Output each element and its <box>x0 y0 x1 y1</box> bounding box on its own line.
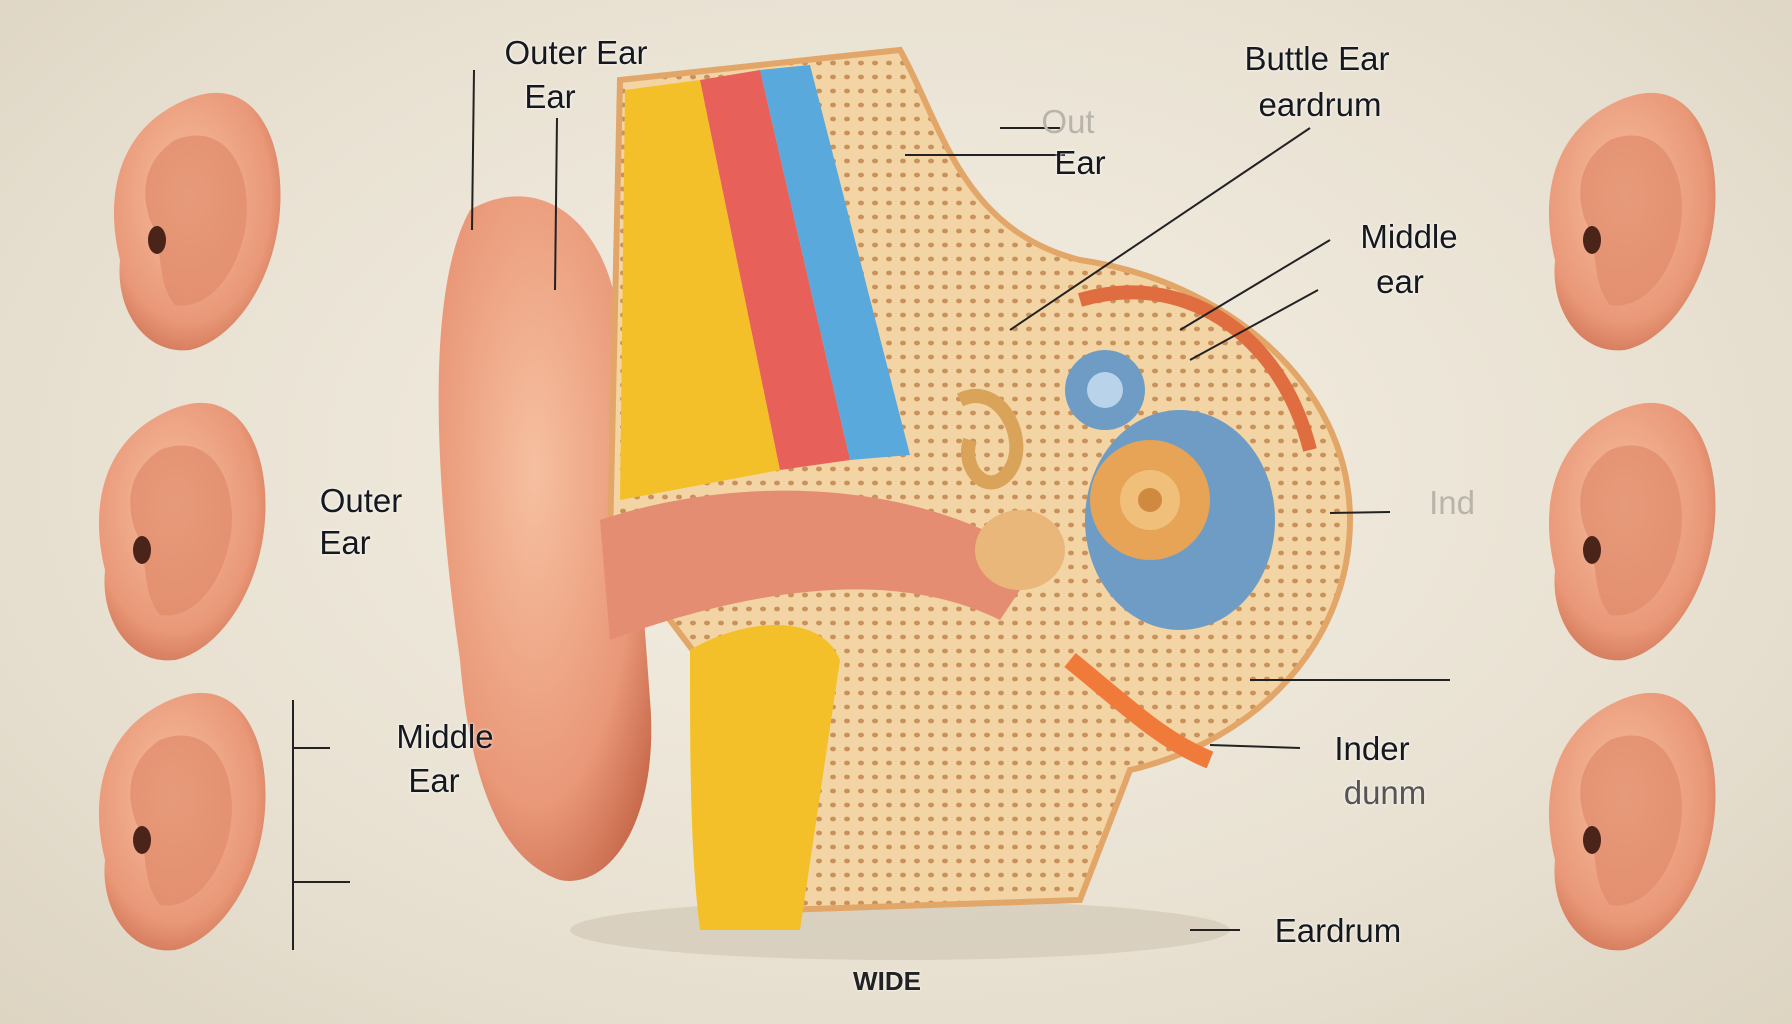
caption-wide: WIDE <box>853 966 921 996</box>
label-ind-faint: Ind <box>1429 484 1475 521</box>
label-out-faint: Out <box>1041 103 1095 140</box>
label-outer-left: Outer <box>319 482 403 519</box>
ear-icon-left-bottom <box>98 692 266 951</box>
label-middle-right: Middle <box>1360 218 1458 255</box>
label-dunm: dunm <box>1343 774 1427 811</box>
label-ear-left: Ear <box>319 524 371 561</box>
label-outer-ear-top: Outer Ear <box>504 34 648 71</box>
central-ear-cross-section <box>438 46 1354 960</box>
label-ear-mid: Ear <box>1054 144 1106 181</box>
label-eardrum-bottom: Eardrum <box>1274 912 1402 949</box>
label-eardrum-top: eardrum <box>1258 86 1382 123</box>
label-ear-middle-left: Ear <box>408 762 460 799</box>
label-ear-top: Ear <box>524 78 576 115</box>
leader-lines <box>292 69 1450 950</box>
ear-icon-right-middle <box>1548 402 1716 661</box>
label-middle-left: Middle <box>396 718 494 755</box>
label-ear-right: ear <box>1376 263 1424 300</box>
ear-icon-right-top <box>1548 92 1716 351</box>
ear-icon-right-bottom <box>1548 692 1716 951</box>
label-inder: Inder <box>1334 730 1410 767</box>
ear-icon-left-top <box>113 92 281 351</box>
label-buttle-ear: Buttle Ear <box>1244 40 1390 77</box>
ear-icon-left-middle <box>98 402 266 661</box>
